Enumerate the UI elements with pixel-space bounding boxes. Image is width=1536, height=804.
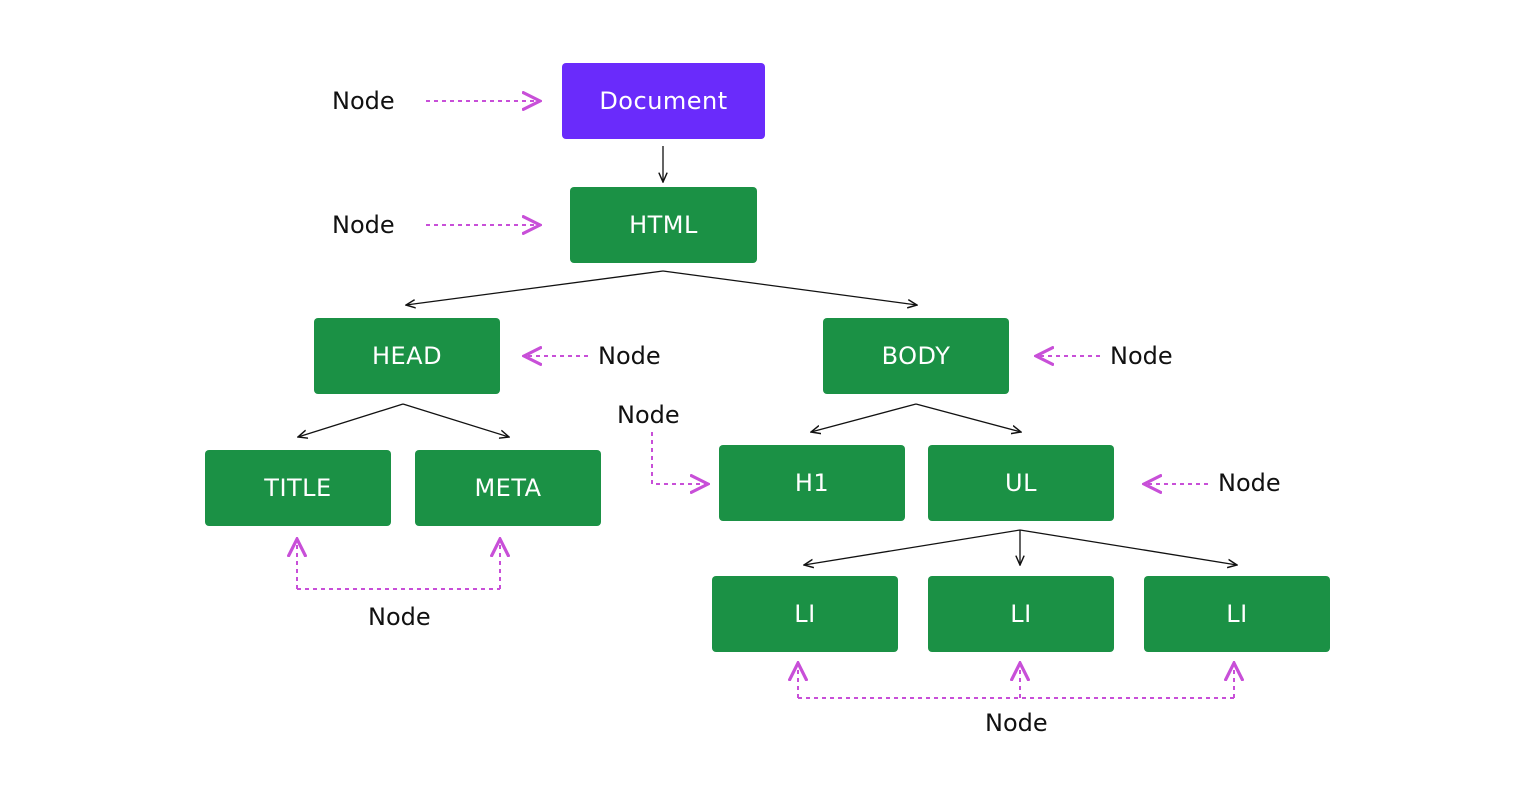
edge-html-body: [662, 270, 917, 305]
edge-ul-li-1: [804, 529, 1021, 565]
tree-edges: [298, 146, 1237, 565]
document-node: Document: [562, 63, 765, 139]
li-node-1: LI: [712, 576, 898, 652]
edge-html-head: [406, 270, 664, 305]
ul-node: UL: [928, 445, 1114, 521]
head-node-label: Node: [598, 342, 661, 370]
li-node-2: LI: [928, 576, 1114, 652]
meta-node: META: [415, 450, 601, 526]
html-node-label: Node: [332, 211, 395, 239]
edge-body-h1: [811, 403, 917, 432]
html-node: HTML: [570, 187, 757, 263]
li-node-3: LI: [1144, 576, 1330, 652]
node-pointers: [297, 101, 1234, 699]
document-node-label: Node: [332, 87, 395, 115]
body-node-label: Node: [1110, 342, 1173, 370]
h1-node-label: Node: [617, 401, 680, 429]
body-node: BODY: [823, 318, 1009, 394]
li-node-label: Node: [985, 709, 1048, 737]
pointer-h1: [651, 432, 708, 484]
edge-body-ul: [915, 403, 1021, 432]
title-node: TITLE: [205, 450, 391, 526]
h1-node: H1: [719, 445, 905, 521]
ul-node-label: Node: [1218, 469, 1281, 497]
edge-head-meta: [402, 403, 509, 437]
head-node: HEAD: [314, 318, 500, 394]
edge-ul-li-3: [1019, 529, 1237, 565]
edge-head-title: [298, 403, 404, 437]
title-meta-node-label: Node: [368, 603, 431, 631]
